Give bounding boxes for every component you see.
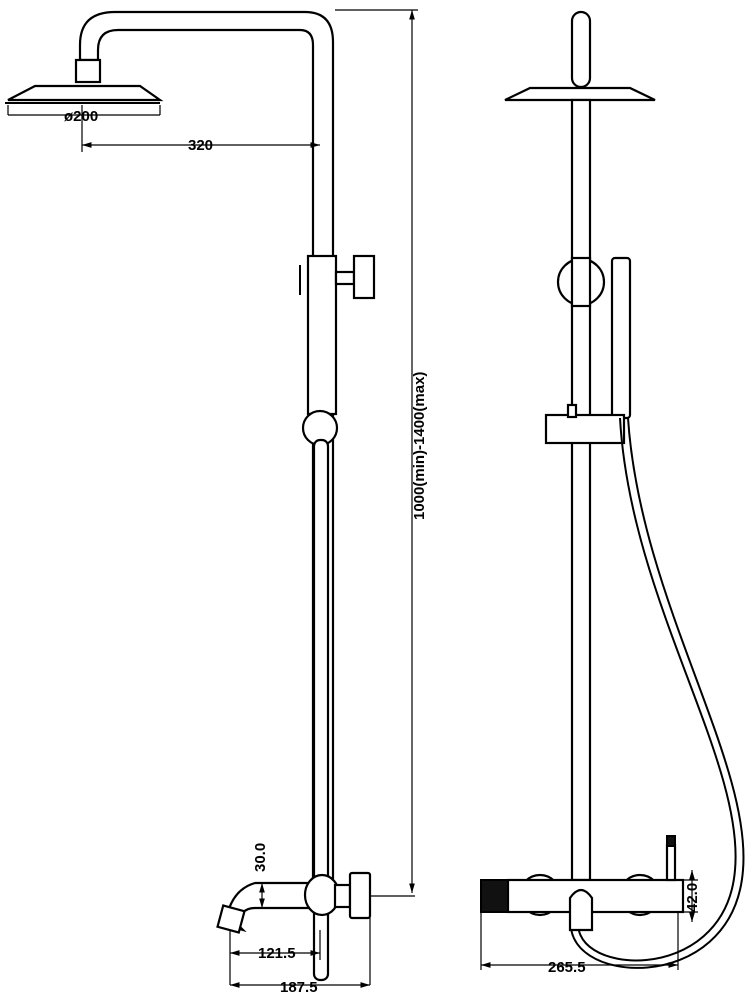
- hose-connector: [665, 843, 677, 882]
- dim-height-range: 1000(min)-1400(max): [411, 372, 428, 520]
- slider: [544, 413, 626, 445]
- dim-total-depth: 187.5: [280, 979, 318, 996]
- dim-mixer-width: 265.5: [548, 959, 586, 976]
- riser-pipe: [570, 98, 592, 882]
- thermostat-grip: [480, 879, 509, 913]
- holder-knob: [352, 254, 376, 300]
- dim-spout-reach: 121.5: [258, 945, 296, 962]
- right-dimensions: 42.0 265.5: [480, 870, 701, 976]
- holder-knob-stem: [334, 270, 356, 286]
- dim-arm-length: 320: [188, 137, 213, 154]
- hose: [577, 417, 737, 962]
- front-shower-head: [504, 86, 656, 102]
- dim-head-diameter: ø200: [64, 108, 98, 125]
- front-spout: [568, 888, 594, 932]
- top-connector: [570, 10, 592, 89]
- side-view: [5, 10, 415, 982]
- shower-head: [7, 84, 164, 102]
- diverter: [303, 873, 341, 917]
- mixer-handle: [348, 871, 372, 920]
- sliding-holder: [306, 254, 338, 416]
- hand-shower-rod: [312, 438, 330, 982]
- front-hand-shower: [610, 256, 632, 420]
- dim-spout-height: 30.0: [252, 843, 269, 872]
- mixer-body: [506, 878, 685, 914]
- front-view: [480, 10, 745, 969]
- left-dimensions: ø200 320 1000(min)-1400(max) 30.0 121.5 …: [7, 9, 428, 996]
- dim-mixer-height: 42.0: [684, 883, 701, 912]
- head-connector: [74, 58, 102, 84]
